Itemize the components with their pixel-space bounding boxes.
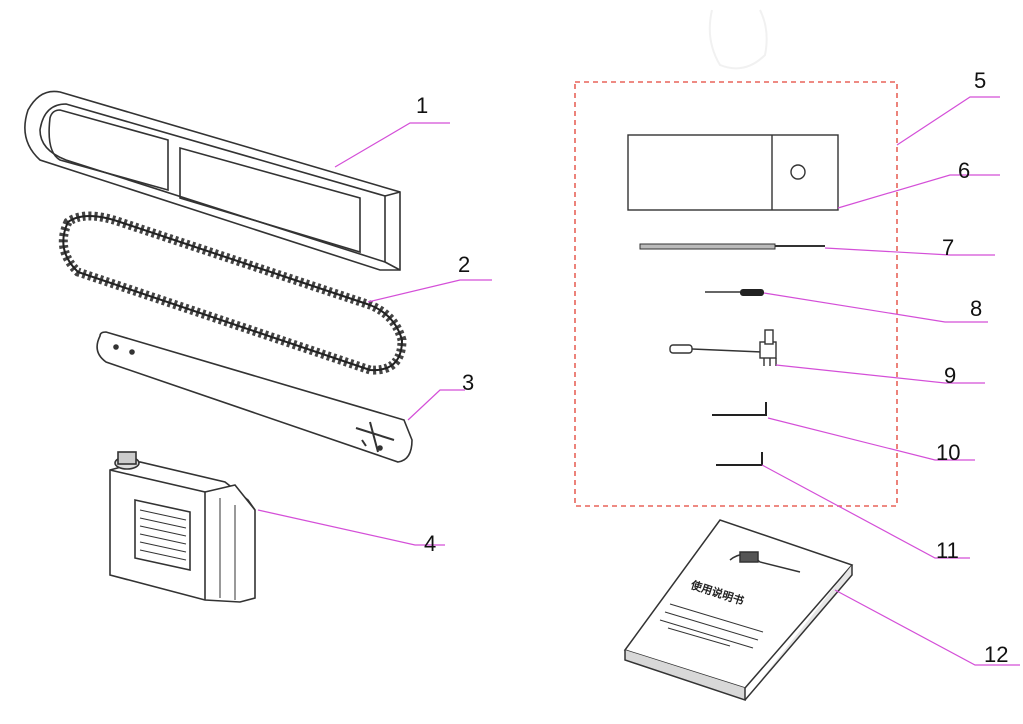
callout-4: 4 bbox=[424, 531, 436, 556]
callout-12: 12 bbox=[984, 642, 1008, 667]
callout-3: 3 bbox=[462, 370, 474, 395]
callout-6: 6 bbox=[958, 158, 970, 183]
callout-1: 1 bbox=[416, 93, 428, 118]
part-10-hex-key bbox=[712, 402, 767, 416]
callout-9: 9 bbox=[944, 363, 956, 388]
callout-5: 5 bbox=[974, 68, 986, 93]
part-1-chain-cover bbox=[24, 90, 401, 271]
accessory-group-box bbox=[574, 81, 898, 507]
callout-10: 10 bbox=[936, 440, 960, 465]
part-12-manual bbox=[623, 519, 854, 702]
part-7-round-file bbox=[639, 243, 825, 250]
part-2-saw-chain bbox=[58, 211, 407, 375]
part-3-guide-bar bbox=[96, 331, 413, 463]
callout-7: 7 bbox=[942, 235, 954, 260]
part-9-spark-plug-wrench bbox=[669, 329, 777, 366]
part-4-oil-can bbox=[109, 451, 256, 603]
callout-2: 2 bbox=[458, 252, 470, 277]
watermark-shape bbox=[708, 9, 768, 70]
part-8-screwdriver bbox=[705, 289, 764, 296]
part-6-tool-bag bbox=[627, 134, 839, 211]
leader-lines bbox=[257, 96, 1020, 666]
callout-11: 11 bbox=[936, 538, 959, 563]
callout-8: 8 bbox=[970, 296, 982, 321]
part-11-hex-key bbox=[716, 452, 763, 466]
